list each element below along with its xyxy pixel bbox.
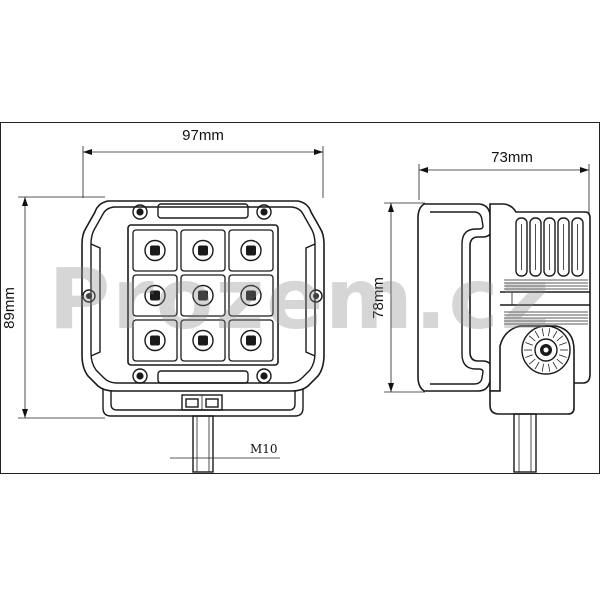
screw-bottom-left [132, 368, 148, 384]
knob-ridge [556, 335, 564, 342]
knob-ridge [525, 354, 533, 358]
led-cell [228, 229, 274, 272]
knob-ridge [528, 335, 536, 342]
top-slot [157, 203, 249, 219]
side-height-dimension: 78mm [370, 202, 425, 393]
knob-ridge [548, 363, 551, 372]
side-width-dimension: 73mm [418, 149, 590, 214]
led-cell [180, 274, 226, 317]
led-cell [132, 229, 178, 272]
side-height-label: 78mm [370, 277, 387, 319]
screw-left [82, 289, 96, 303]
led-cell [132, 274, 178, 317]
side-width-label: 73mm [491, 149, 533, 166]
knob-ridge [552, 361, 558, 370]
screw-top-left [132, 204, 148, 220]
led-cell [132, 319, 178, 362]
led-cell [228, 274, 274, 317]
screw-right [309, 289, 323, 303]
fin [571, 217, 584, 277]
bottom-slot [157, 370, 249, 384]
led-grid [132, 229, 274, 362]
front-view: 97mm 89mm M10 [1, 127, 325, 473]
fin [557, 217, 570, 277]
side-view: 73mm 78mm [370, 149, 591, 473]
knob-ridge [541, 363, 544, 372]
cooling-fins [504, 217, 588, 325]
front-screws [82, 204, 323, 384]
screw-bottom-right [256, 368, 272, 384]
knob-ridge [534, 330, 540, 339]
fin [543, 217, 556, 277]
led-cell [180, 229, 226, 272]
front-width-dimension: 97mm [82, 127, 324, 198]
fin [529, 217, 542, 277]
led-cell [180, 319, 226, 362]
knob-ridge [528, 358, 536, 365]
thread-callout: M10 [170, 442, 280, 464]
knob-ridges [524, 328, 568, 372]
knob-ridge [556, 358, 564, 365]
front-height-dimension: 89mm [1, 196, 105, 419]
knob-ridge [525, 342, 533, 346]
knob-ridge [534, 361, 540, 370]
screw-top-right [256, 204, 272, 220]
knob-ridge [552, 330, 558, 339]
knob-ridge [559, 354, 567, 358]
front-bracket [102, 388, 304, 473]
watermark-logo: Prozem.cz [49, 250, 552, 348]
fin [515, 217, 528, 277]
knob-ridge [559, 342, 567, 346]
side-mount [489, 325, 575, 473]
led-cell [228, 319, 274, 362]
front-height-label: 89mm [1, 287, 18, 329]
knob-ridge [548, 328, 551, 337]
knob-ridge [541, 328, 544, 337]
front-width-label: 97mm [182, 127, 224, 144]
thread-label: M10 [250, 442, 278, 456]
